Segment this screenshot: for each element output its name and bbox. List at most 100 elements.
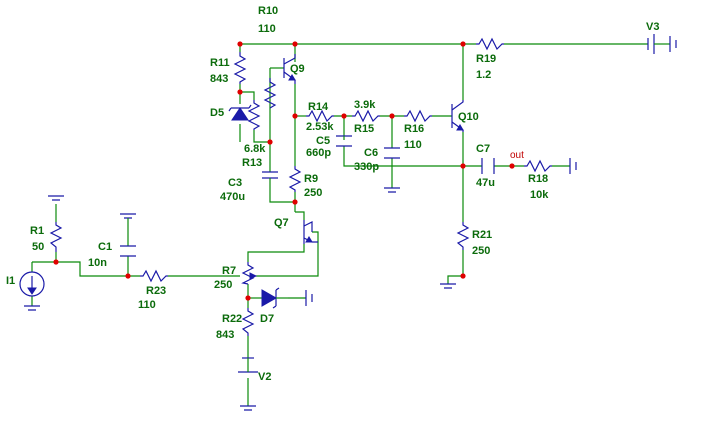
label-c7-value: 47u	[476, 177, 495, 189]
transistor-q7	[303, 220, 318, 244]
label-i1-name: I1	[6, 275, 15, 287]
wire-r13-wiper	[253, 130, 270, 143]
transistor-q10	[451, 100, 464, 132]
label-r9-value: 250	[304, 187, 322, 199]
label-c7-name: C7	[476, 143, 490, 155]
resistor-r11	[233, 52, 247, 84]
label-r11-value: 843	[210, 73, 228, 85]
resistor-r14	[306, 109, 334, 123]
label-r13-value: 6.8k	[244, 143, 266, 155]
junction-dot	[237, 89, 243, 95]
label-r1-name: R1	[30, 225, 44, 237]
zener-diode-d5	[228, 104, 252, 121]
label-r21-name: R21	[472, 229, 492, 241]
ground-symbol	[569, 158, 577, 174]
junction-dot	[460, 163, 466, 169]
label-c1-name: C1	[98, 241, 112, 253]
wire-d5-top	[240, 91, 255, 100]
ground-symbol	[240, 405, 256, 411]
label-r14-name: R14	[308, 101, 329, 113]
label-r15-value: 3.9k	[354, 99, 376, 111]
wire-input-line	[32, 261, 140, 277]
label-c6-value: 330p	[354, 161, 379, 173]
resistor-r15	[352, 109, 380, 123]
label-q7-name: Q7	[274, 217, 289, 229]
junction-dot	[267, 139, 273, 145]
label-c3-value: 470u	[220, 191, 245, 203]
junction-dot	[292, 41, 298, 47]
ground-symbol	[24, 305, 40, 311]
junction-dot	[460, 273, 466, 279]
resistor-r16	[404, 109, 432, 123]
wire-q7-collector	[295, 211, 305, 220]
junction-dot	[125, 273, 131, 279]
label-r7-name: R7	[222, 265, 236, 277]
label-r11-name: R11	[210, 57, 230, 69]
label-r15-name: R15	[354, 123, 374, 135]
voltage-source-v2	[238, 357, 258, 411]
resistor-r22	[241, 308, 255, 336]
ground-symbol	[440, 283, 456, 289]
label-v3-name: V3	[646, 21, 659, 33]
label-r10-name: R10	[258, 5, 278, 17]
junction-dot	[53, 259, 59, 265]
resistor-r23	[140, 269, 168, 283]
wire-c5-bottom	[343, 146, 463, 167]
label-out-net: out	[510, 150, 524, 161]
label-r18-value: 10k	[530, 189, 549, 201]
resistor-q9-bias	[263, 78, 277, 109]
ground-symbol	[120, 213, 136, 219]
junction-dot	[460, 41, 466, 47]
ground-symbol	[384, 187, 400, 193]
label-r21-value: 250	[472, 245, 490, 257]
wire-q7-emitter	[256, 231, 319, 277]
capacitor-c3	[262, 171, 278, 184]
capacitor-c6	[384, 147, 400, 159]
ground-symbol	[305, 290, 313, 306]
wire-r21-ground	[447, 250, 464, 284]
resistor-r9	[288, 166, 302, 192]
voltage-source-v3	[647, 34, 677, 54]
label-c3-name: C3	[228, 177, 242, 189]
label-r23-value: 110	[138, 299, 156, 311]
label-r7-value: 250	[214, 279, 232, 291]
resistor-r18	[524, 159, 552, 173]
label-c1-value: 10n	[88, 257, 107, 269]
label-r10-value: 110	[258, 23, 276, 35]
label-v2-name: V2	[258, 371, 271, 383]
label-r9-name: R9	[304, 173, 318, 185]
label-r19-name: R19	[476, 53, 496, 65]
junction-dot	[292, 113, 298, 119]
zener-diode-d7	[261, 287, 313, 309]
label-r22-value: 843	[216, 329, 234, 341]
label-r18-name: R18	[528, 173, 548, 185]
transistor-q9	[283, 54, 296, 84]
resistor-r13	[247, 100, 261, 130]
label-r1-value: 50	[32, 241, 44, 253]
junction-dot	[237, 41, 243, 47]
label-d7-name: D7	[260, 313, 274, 325]
junction-dot	[292, 199, 298, 205]
wire-q7-base-to-r7	[247, 244, 305, 262]
label-r13-name: R13	[242, 157, 262, 169]
junction-dot	[389, 113, 395, 119]
resistor-r21	[456, 222, 470, 250]
junction-dot	[341, 113, 347, 119]
label-r16-name: R16	[404, 123, 424, 135]
label-r19-value: 1.2	[476, 69, 491, 81]
label-r16-value: 110	[404, 139, 422, 151]
component-labels: R10 110 R11 843 D5 6.8k R13 C3 470u Q9 R…	[6, 5, 659, 383]
label-r14-value: 2.53k	[306, 121, 334, 133]
junctions	[53, 41, 515, 301]
label-q9-name: Q9	[290, 63, 305, 75]
junction-dot	[509, 163, 515, 169]
potentiometer-r7	[241, 262, 258, 285]
label-q10-name: Q10	[458, 111, 479, 123]
capacitor-c7	[481, 158, 495, 174]
wire-c3-bottom	[269, 184, 295, 203]
label-r22-name: R22	[222, 313, 242, 325]
label-r23-name: R23	[146, 285, 166, 297]
label-c5-name: C5	[316, 135, 330, 147]
resistor-r1	[49, 222, 63, 252]
